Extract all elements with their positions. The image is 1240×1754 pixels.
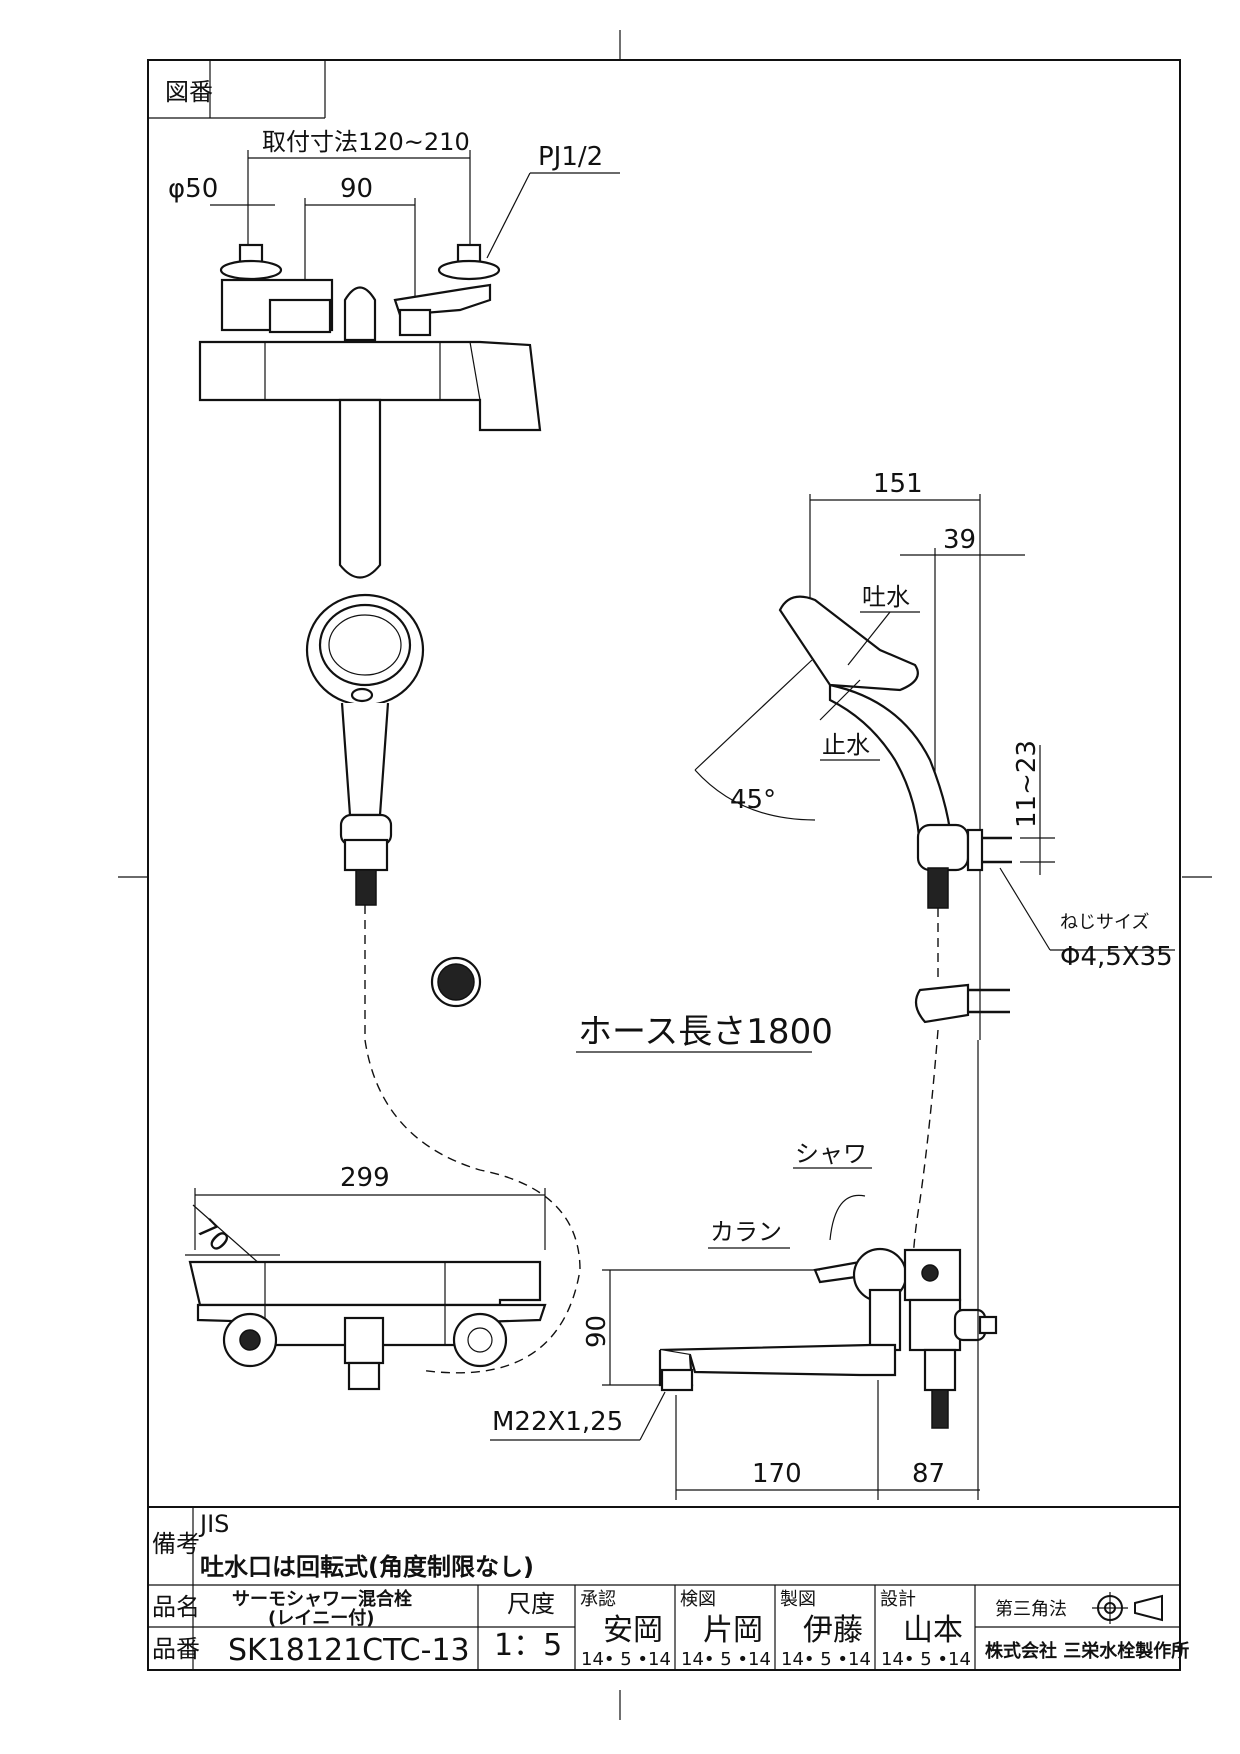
hose-length-label: ホース長さ1800	[578, 1012, 833, 1052]
body-depth-dim: 70	[190, 1214, 235, 1259]
scale-value: 1：5	[494, 1628, 562, 1663]
product-name-label: 品名	[152, 1593, 200, 1621]
approval-name-1: 安岡	[603, 1613, 663, 1648]
faucet-label: カラン	[710, 1218, 782, 1246]
wall-offset-dim: 87	[912, 1459, 945, 1489]
drawing-number-box: 図番	[148, 60, 326, 119]
scale-label: 尺度	[507, 1590, 555, 1618]
spout-side-view: シャワ カラン 90 M22X1,25 170 8	[490, 1040, 998, 1500]
remarks-label: 備考	[152, 1530, 200, 1558]
product-no: SK18121CTC-13	[228, 1633, 470, 1668]
pipe-thread-dim: PJ1/2	[538, 142, 603, 172]
holder-width-dim: 151	[873, 469, 923, 499]
inlet-dia-dim: φ50	[168, 174, 218, 204]
approval-date-1: 14• 5 •14	[581, 1649, 671, 1670]
body-length-dim: 299	[340, 1163, 390, 1193]
approval-date-4: 14• 5 •14	[881, 1649, 971, 1670]
approval-role-3: 製図	[780, 1589, 816, 1610]
approval-name-2: 片岡	[703, 1613, 763, 1648]
spray-label: 吐水	[862, 583, 910, 611]
approval-date-2: 14• 5 •14	[681, 1649, 771, 1670]
holder-offset-dim: 39	[943, 525, 976, 555]
mount-range-dim: 取付寸法120~210	[262, 128, 470, 156]
screw-size-dim: Φ4,5X35	[1060, 942, 1173, 972]
remarks-line-1: JIS	[198, 1510, 229, 1538]
third-angle-projection-icon	[1092, 1592, 1163, 1624]
approval-date-3: 14• 5 •14	[781, 1649, 871, 1670]
approval-role-1: 承認	[580, 1589, 616, 1610]
approval-role-2: 検図	[680, 1589, 716, 1610]
centering-marks	[118, 30, 1212, 1720]
product-name-line-1: サーモシャワー混合栓	[232, 1588, 412, 1610]
company-name: 株式会社 三栄水栓製作所	[985, 1640, 1189, 1662]
drawing-frame	[147, 59, 1181, 1671]
wall-hook	[430, 956, 482, 1008]
remarks-line-2: 吐水口は回転式(角度制限なし)	[200, 1553, 534, 1581]
approval-name-4: 山本	[903, 1613, 963, 1648]
adjust-range-dim: 11~23	[1012, 740, 1042, 828]
projection-label: 第三角法	[995, 1599, 1067, 1620]
spout-thread-dim: M22X1,25	[492, 1407, 623, 1437]
approval-role-4: 設計	[880, 1589, 916, 1610]
angle-dim: 45°	[730, 785, 776, 815]
shower-label: シャワ	[795, 1140, 867, 1168]
side-view-holder: 151 39 吐水 止水 45° 11~23 ねじサイズ Φ4,5X3	[694, 469, 1175, 1331]
approval-name-3: 伊藤	[803, 1613, 863, 1648]
drawing-number-label: 図番	[165, 78, 213, 106]
center-dim: 90	[340, 174, 373, 204]
product-no-label: 品番	[152, 1635, 200, 1663]
title-block: 備考 JIS 吐水口は回転式(角度制限なし) 品名 サーモシャワー混合栓 (レイ…	[148, 1506, 1189, 1670]
product-name-line-2: (レイニー付)	[268, 1607, 374, 1629]
spout-reach-dim: 170	[752, 1459, 802, 1489]
stop-label: 止水	[822, 731, 870, 759]
spout-height-dim: 90	[582, 1315, 612, 1348]
front-view: 取付寸法120~210 φ50 90 PJ1/2	[168, 128, 620, 1374]
screw-label: ねじサイズ	[1060, 912, 1149, 933]
plan-view: 299 70	[185, 1163, 547, 1391]
